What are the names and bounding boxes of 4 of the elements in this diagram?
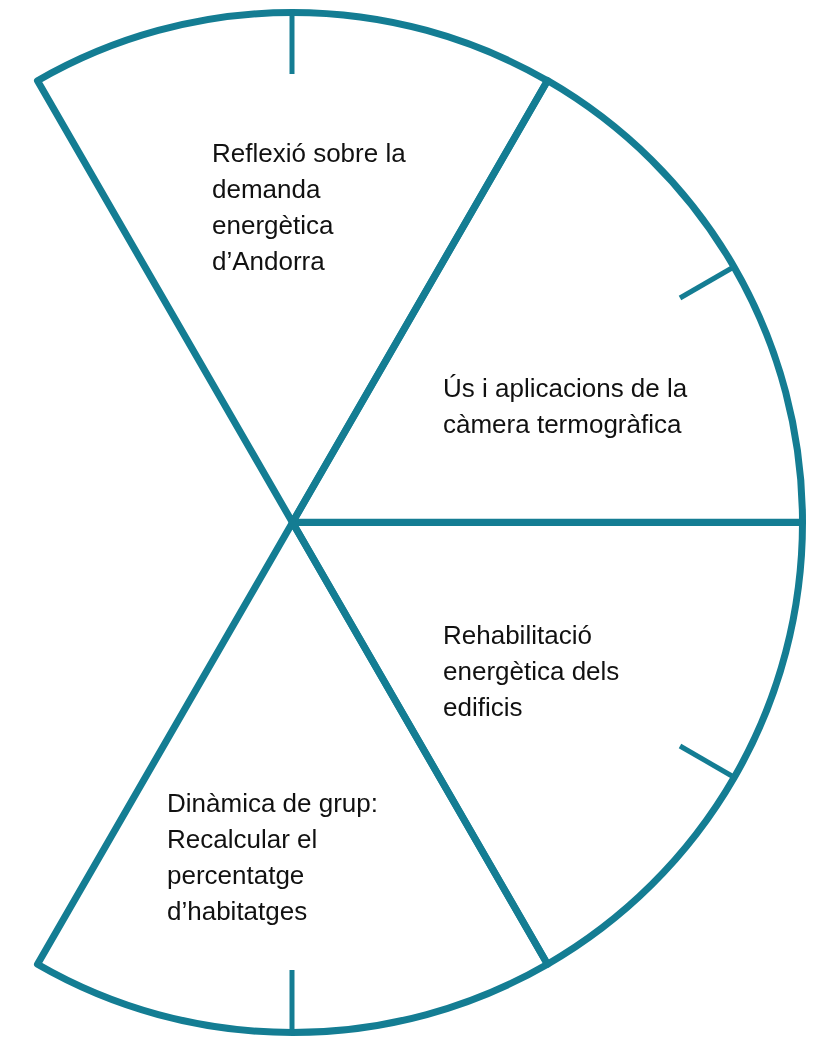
sector-label: Ús i aplicacions de la càmera termogràfica	[443, 372, 689, 441]
sector-label: Dinàmica de grup: Recalcular el percentatge d’habitatges	[167, 787, 379, 928]
sector-label: Rehabilitació energètica dels edificis	[443, 619, 621, 724]
sector-label: Reflexió sobre la demanda energètica d’Andorra	[212, 137, 407, 278]
